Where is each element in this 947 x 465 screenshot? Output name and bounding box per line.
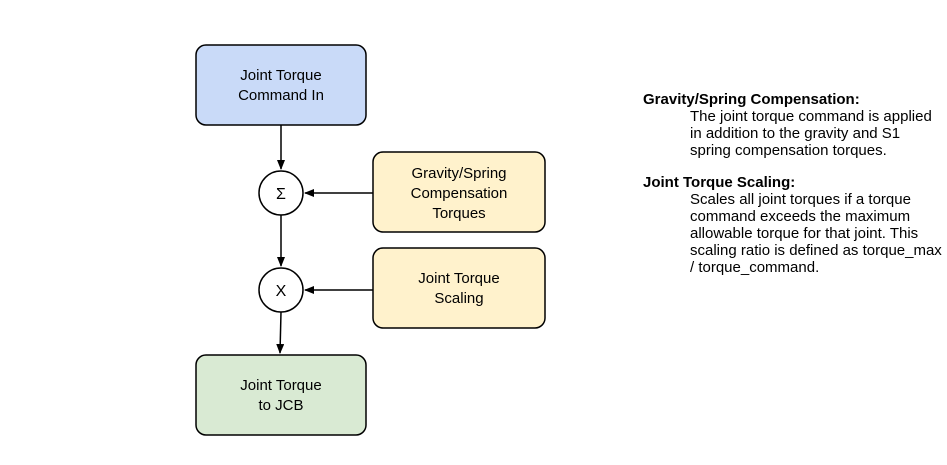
note-gravity: Gravity/Spring Compensation: The joint t… <box>643 91 943 159</box>
scaling-box: Joint Torque Scaling <box>372 247 546 329</box>
note-scaling: Joint Torque Scaling: Scales all joint t… <box>643 174 943 276</box>
output-box-label-line2: to JCB <box>258 397 303 414</box>
multiply-node: X <box>258 267 304 313</box>
gravity-box-label-line1: Gravity/Spring <box>411 165 506 182</box>
notes-panel: Gravity/Spring Compensation: The joint t… <box>643 91 943 276</box>
multiply-symbol: X <box>276 283 287 300</box>
input-box: Joint Torque Command In <box>195 44 367 126</box>
sum-symbol: Σ <box>276 186 286 203</box>
scaling-box-label-line1: Joint Torque <box>418 270 499 287</box>
output-box-label-line1: Joint Torque <box>240 377 321 394</box>
gravity-box-label-line3: Torques <box>432 205 485 222</box>
input-box-label-line2: Command In <box>238 87 324 104</box>
note-scaling-body: Scales all joint torques if a torque com… <box>690 191 942 276</box>
gravity-box-label-line2: Compensation <box>411 185 508 202</box>
sum-node: Σ <box>258 170 304 216</box>
output-box: Joint Torque to JCB <box>195 354 367 436</box>
input-box-label-line1: Joint Torque <box>240 67 321 84</box>
note-gravity-title: Gravity/Spring Compensation: <box>643 91 860 108</box>
arrow-multiply-to-output <box>276 311 285 354</box>
note-gravity-body: The joint torque command is applied in a… <box>690 108 932 159</box>
scaling-box-label-line2: Scaling <box>434 290 483 307</box>
gravity-compensation-box: Gravity/Spring Compensation Torques <box>372 151 546 233</box>
note-scaling-title: Joint Torque Scaling: <box>643 174 796 191</box>
